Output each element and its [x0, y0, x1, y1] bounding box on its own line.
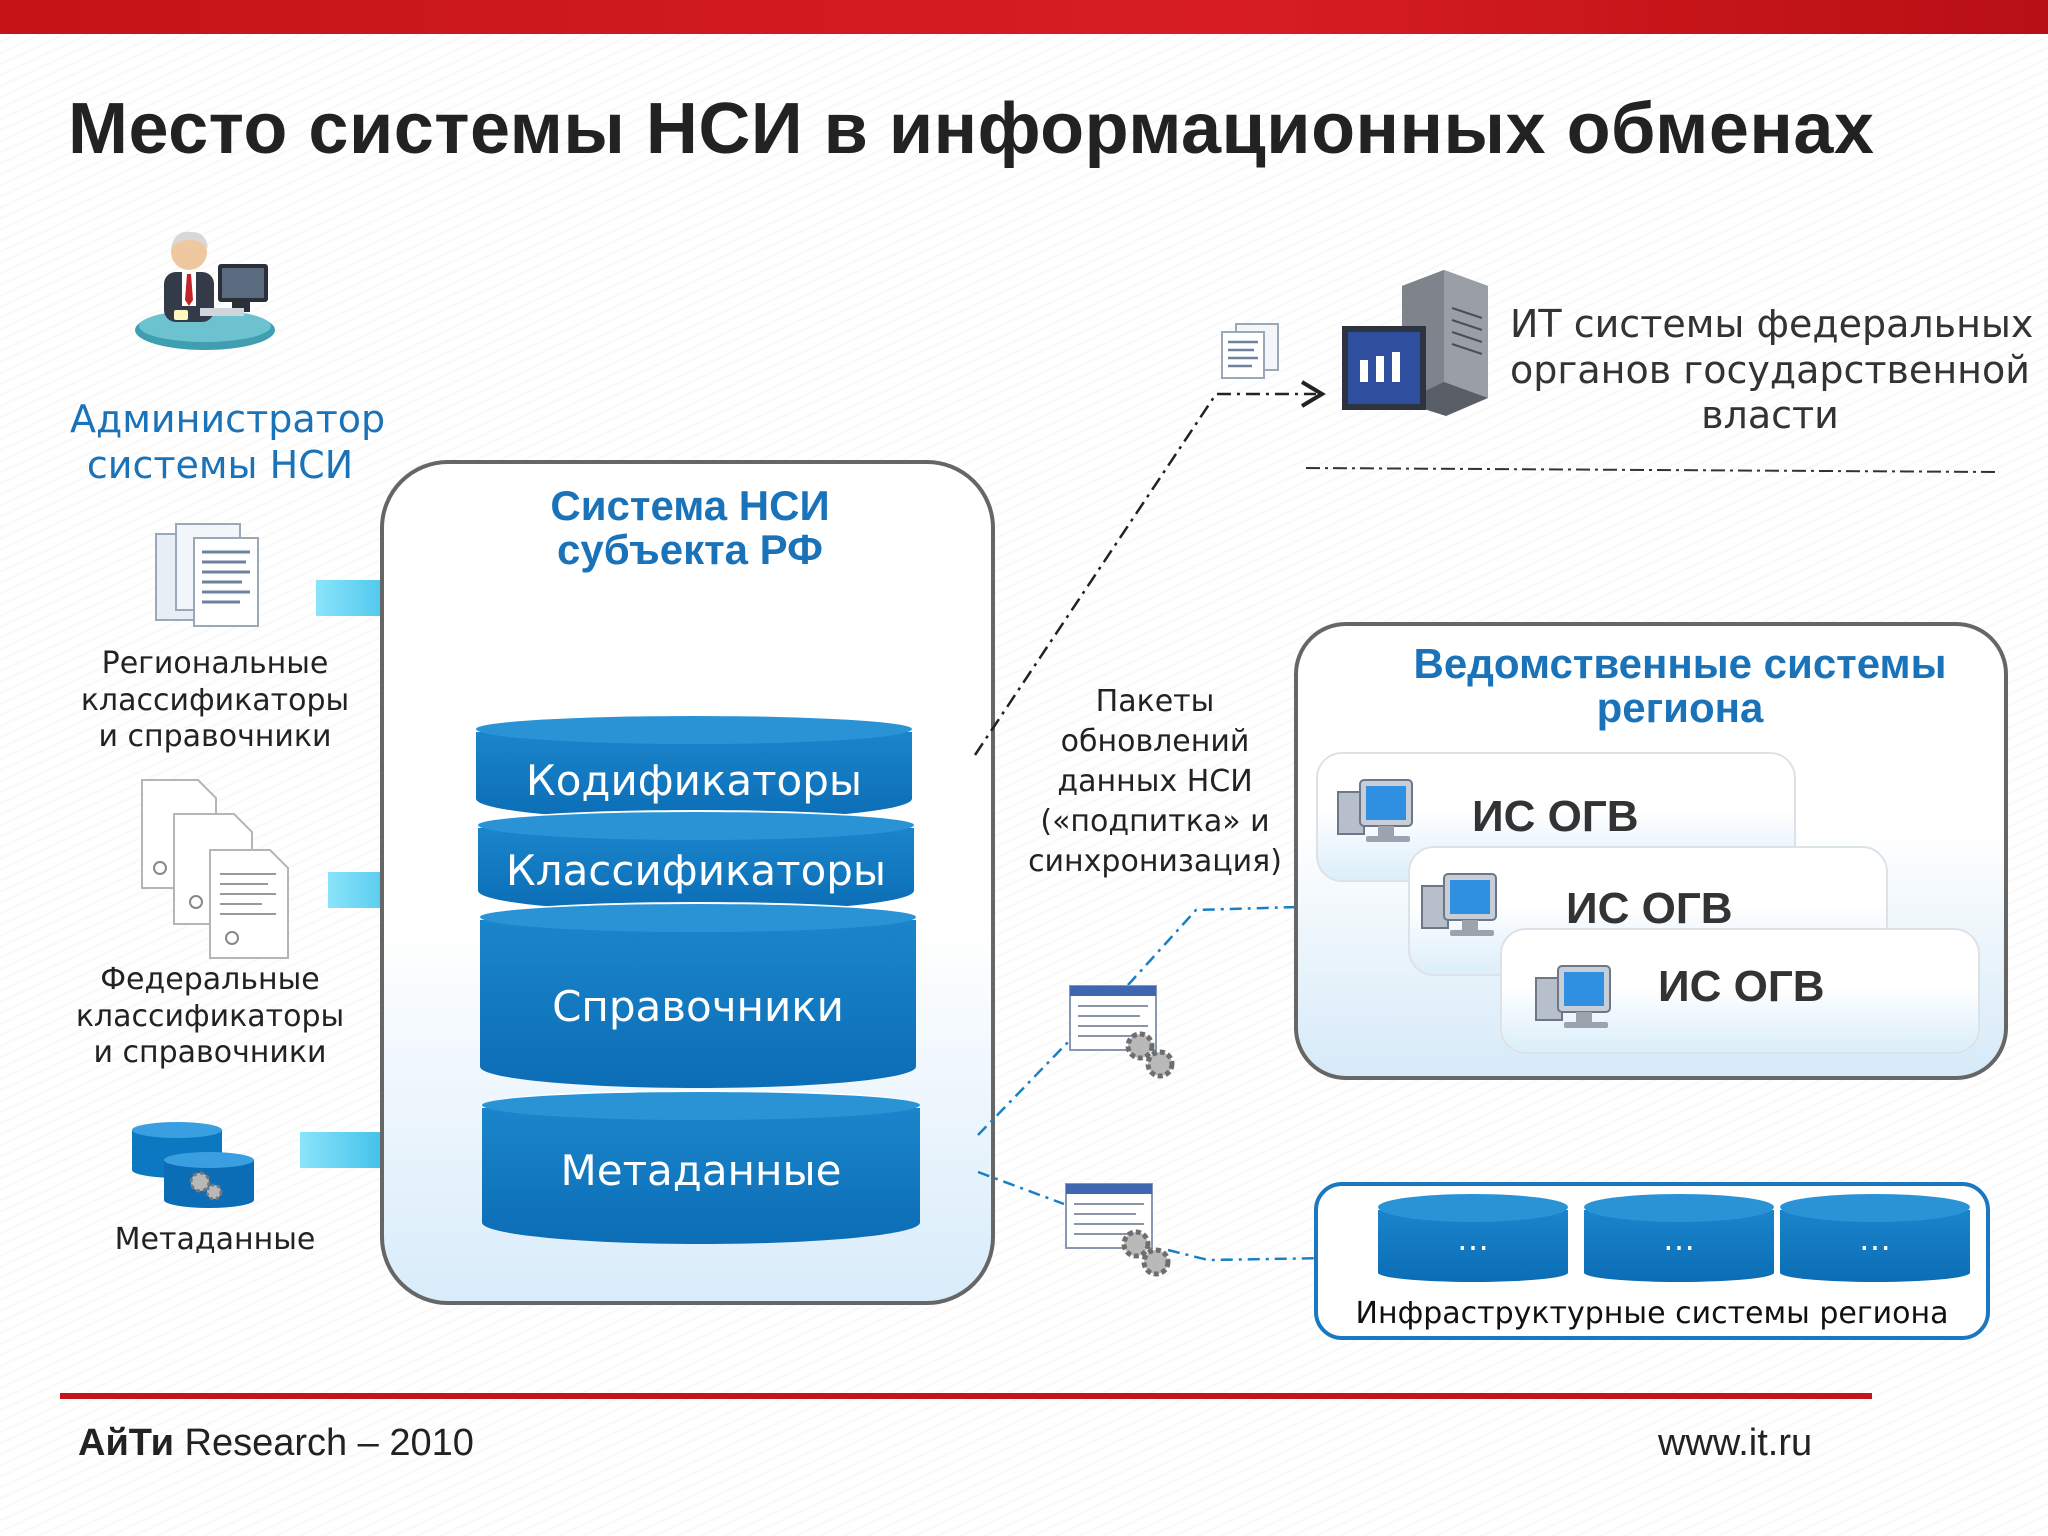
layer-metadata: Метаданные [482, 1090, 920, 1244]
packets-line3: данных НСИ [1057, 763, 1253, 799]
is-ogv-label: ИС ОГВ [1472, 792, 1639, 841]
update-packets-label: Пакеты обновлений данных НСИ («подпитка»… [1020, 682, 1290, 881]
layer-codifiers: Кодификаторы [476, 714, 912, 820]
infra-database-label: … [1457, 1220, 1489, 1258]
is-ogv-label: ИС ОГВ [1658, 962, 1825, 1011]
nsi-system-title-line1: Система НСИ [550, 482, 830, 529]
federal-it-line1: ИТ системы федеральных [1510, 302, 2034, 346]
top-red-bar [0, 0, 2048, 34]
regional-systems-title: Ведомственные системы региона [1320, 640, 2040, 732]
infra-database: … [1780, 1192, 1970, 1282]
packets-line1: Пакеты [1095, 684, 1215, 719]
regional-label: Региональные классификаторы и справочник… [70, 646, 360, 756]
computer-icon [1535, 965, 1611, 1028]
document-package-icon [1221, 323, 1279, 379]
federal-it-line3: власти [1701, 393, 1839, 438]
footer-brand: АйТи Research – 2010 [78, 1422, 474, 1465]
packets-line2: обновлений [1060, 723, 1250, 759]
computer-icon [1421, 873, 1497, 936]
infra-database: … [1378, 1192, 1568, 1282]
package-gears-icon [1069, 985, 1175, 1079]
nsi-system-title: Система НСИ субъекта РФ [480, 482, 900, 574]
regional-label-line1: Региональные [101, 646, 329, 681]
regional-label-line2: классификаторы [80, 682, 350, 718]
federal-label: Федеральные классификаторы и справочники [60, 962, 360, 1072]
footer-brand-bold: АйТи [78, 1422, 174, 1464]
federal-it-line2: органов государственной [1510, 347, 2030, 392]
regional-label-line3: и справочники [98, 719, 332, 755]
federal-documents-icon [141, 779, 289, 959]
footer-brand-rest: Research – 2010 [173, 1422, 474, 1464]
footer-url: www.it.ru [1658, 1422, 1813, 1464]
server-icon [1342, 270, 1488, 416]
regional-systems-title-line2: региона [1596, 684, 1764, 732]
footer-divider [60, 1393, 1872, 1399]
admin-label-line2: системы НСИ [86, 443, 354, 488]
federal-it-systems-label: ИТ системы федеральных органов государст… [1510, 302, 2034, 439]
documents-icon [155, 523, 259, 627]
layer-classifiers-label: Классификаторы [505, 846, 887, 895]
infra-database-label: … [1663, 1220, 1695, 1258]
page-title: Место системы НСИ в информационных обмен… [68, 89, 1875, 169]
layer-reference-books: Справочники [480, 902, 916, 1088]
layer-metadata-label: Метаданные [560, 1146, 842, 1195]
packets-line5: синхронизация) [1028, 843, 1282, 879]
federal-label-line1: Федеральные [100, 962, 320, 997]
nsi-system-title-line2: субъекта РФ [556, 526, 823, 574]
layer-reference-books-label: Справочники [552, 982, 844, 1031]
layer-classifiers: Классификаторы [478, 810, 914, 912]
admin-label: Администратор системы НСИ [70, 396, 386, 489]
metadata-label: Метаданные [114, 1222, 316, 1257]
computer-icon [1337, 779, 1413, 842]
packets-line4: («подпитка» и [1040, 803, 1270, 839]
layer-codifiers-label: Кодификаторы [525, 756, 863, 805]
infrastructure-systems-caption: Инфраструктурные системы региона [1355, 1296, 1949, 1331]
package-gears-infra-icon [1065, 1183, 1171, 1277]
infra-database-label: … [1859, 1220, 1891, 1258]
administrator-icon [135, 231, 275, 350]
federal-label-line2: классификаторы [75, 998, 345, 1034]
is-ogv-card: ИС ОГВ [1408, 846, 1888, 976]
federal-label-line3: и справочники [93, 1035, 327, 1071]
infra-database: … [1584, 1192, 1774, 1282]
is-ogv-card: ИС ОГВ [1500, 928, 1980, 1054]
admin-label-line1: Администратор [70, 397, 386, 441]
metadata-database-icon [132, 1122, 254, 1208]
is-ogv-label: ИС ОГВ [1566, 884, 1733, 933]
regional-systems-title-line1: Ведомственные системы [1413, 640, 1947, 687]
